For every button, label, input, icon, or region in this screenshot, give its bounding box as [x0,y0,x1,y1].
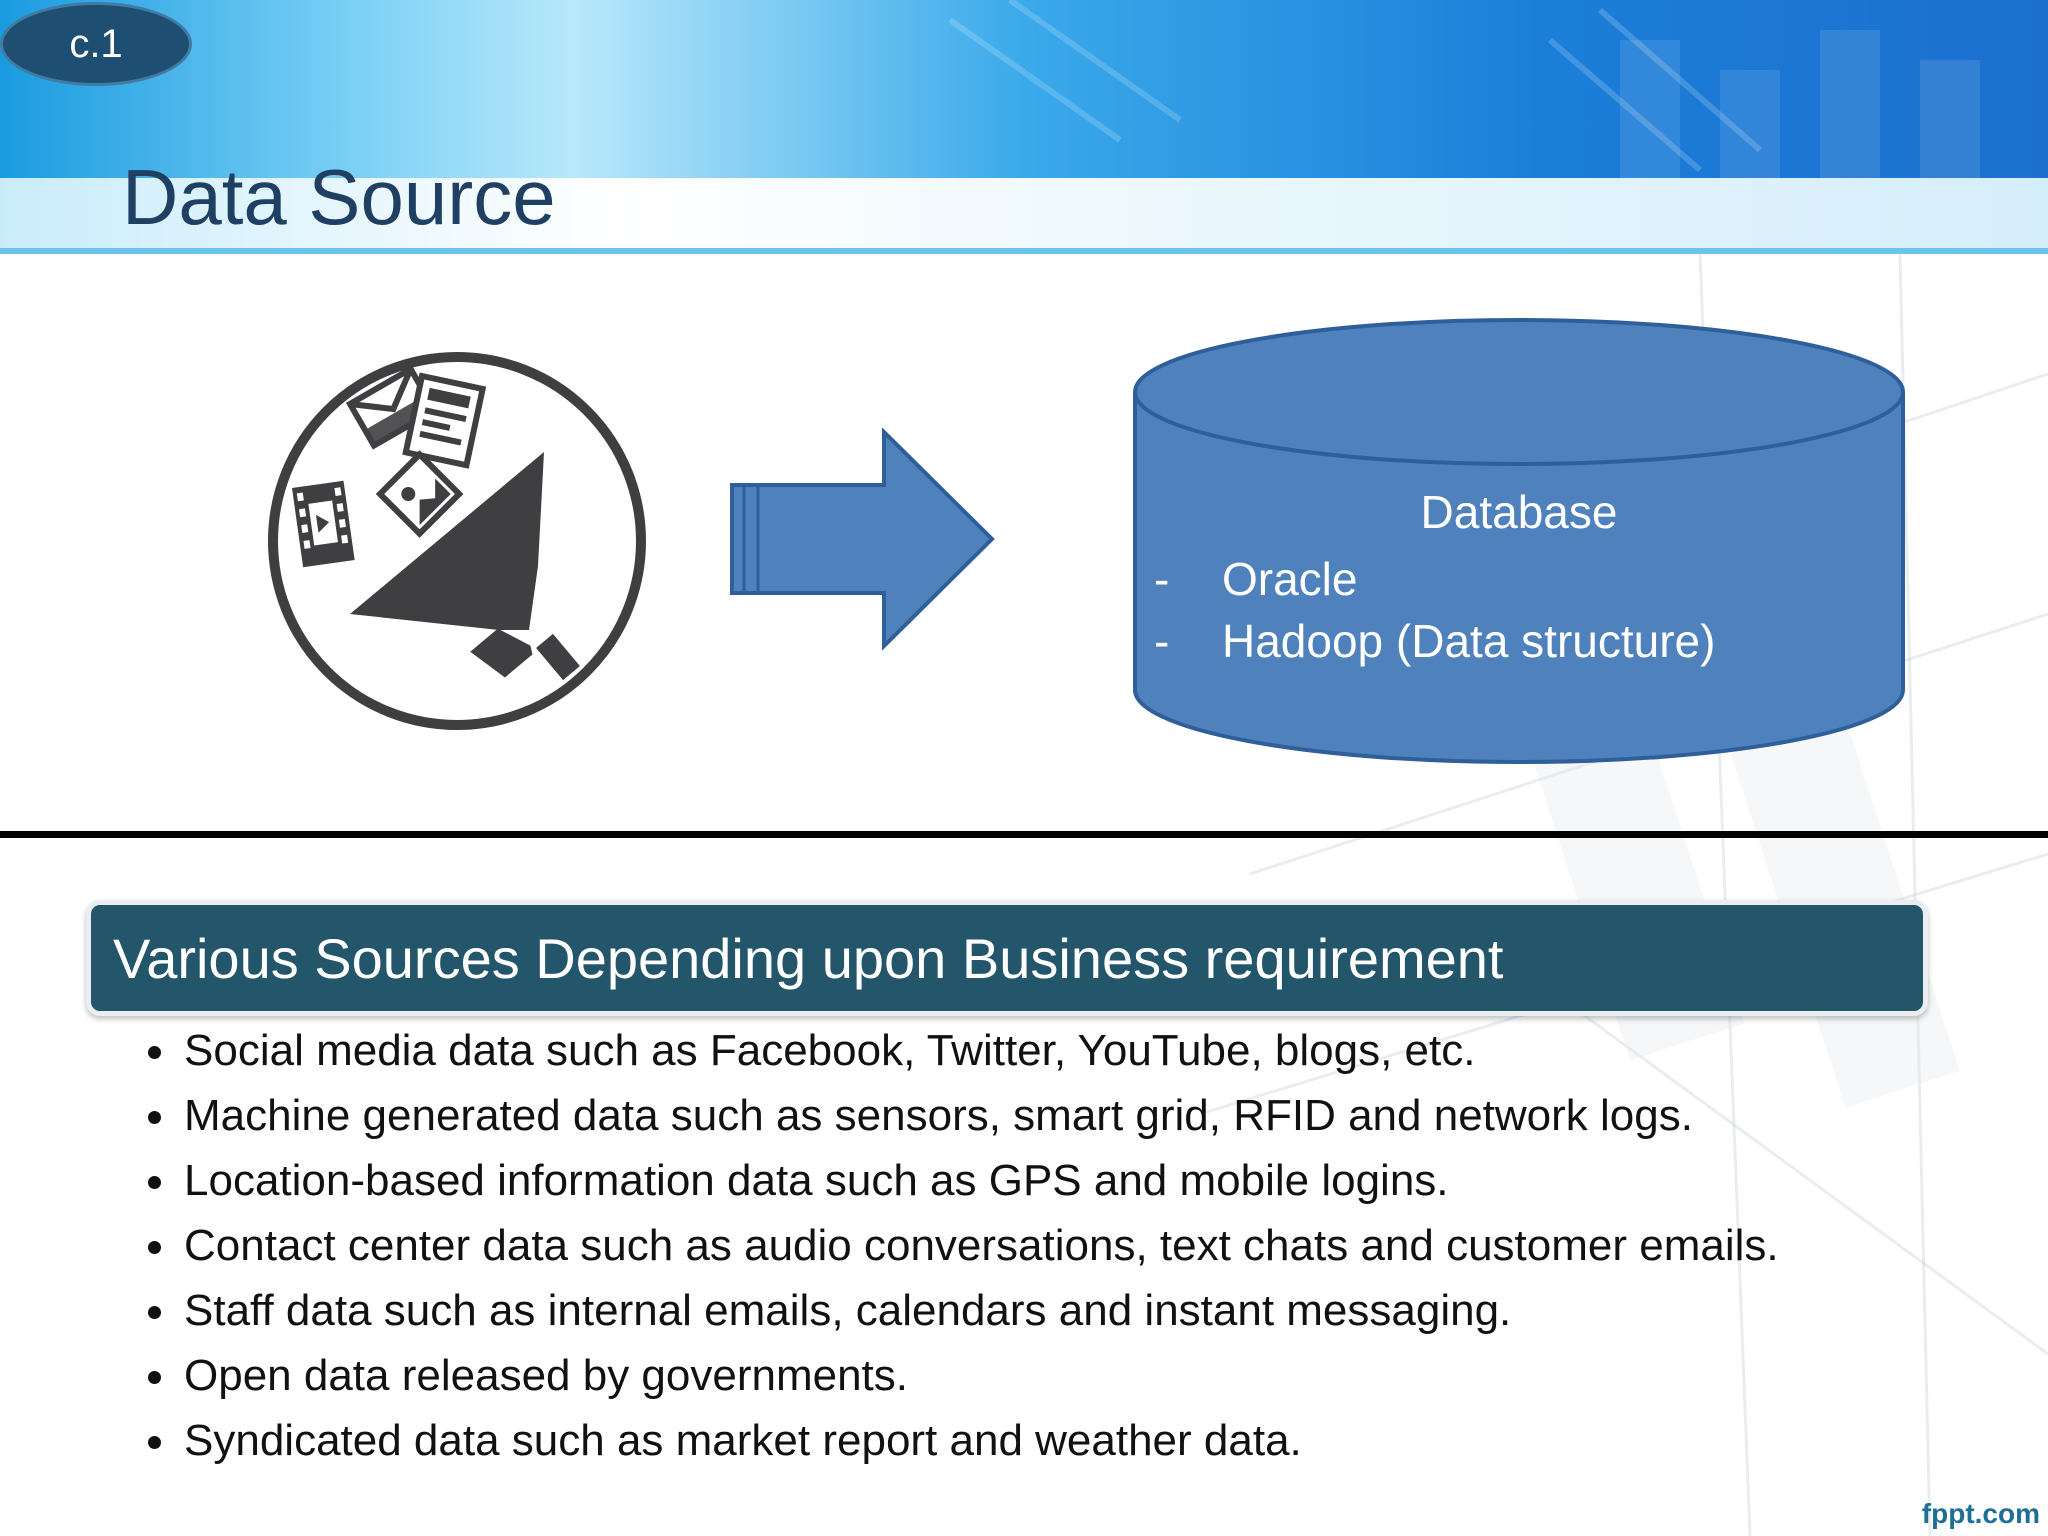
database-item-hadoop: -Hadoop (Data structure) [1154,610,1715,672]
title-band [0,178,2048,248]
list-item: Machine generated data such as sensors, … [148,1083,1779,1148]
footer-brand: fppt.com [1921,1498,2040,1529]
list-item: Open data released by governments. [148,1343,1779,1408]
funnel-with-documents-icon [268,352,646,730]
database-title: Database [1420,486,1618,538]
banner-decoration [948,0,1980,180]
right-arrow [730,428,995,650]
database-item-label: Hadoop (Data structure) [1222,615,1716,667]
header-banner [0,0,2048,180]
header-stripe [0,248,2048,254]
list-item: Staff data such as internal emails, cale… [148,1278,1779,1343]
database-list: -Oracle -Hadoop (Data structure) [1154,548,1715,672]
list-item: Social media data such as Facebook, Twit… [148,1018,1779,1083]
database-cylinder [1133,318,1905,764]
database-item-oracle: -Oracle [1154,548,1715,610]
section-header: Various Sources Depending upon Business … [86,900,1928,1016]
page-title: Data Source [122,153,556,241]
list-dash: - [1154,615,1170,667]
slide-number-badge: c.1 [0,2,192,86]
list-dash: - [1154,553,1170,605]
list-item: Syndicated data such as market report an… [148,1408,1779,1473]
database-item-label: Oracle [1222,553,1358,605]
list-item: Location-based information data such as … [148,1148,1779,1213]
list-item: Contact center data such as audio conver… [148,1213,1779,1278]
section-divider [0,831,2048,838]
sources-list: Social media data such as Facebook, Twit… [148,1018,1779,1473]
